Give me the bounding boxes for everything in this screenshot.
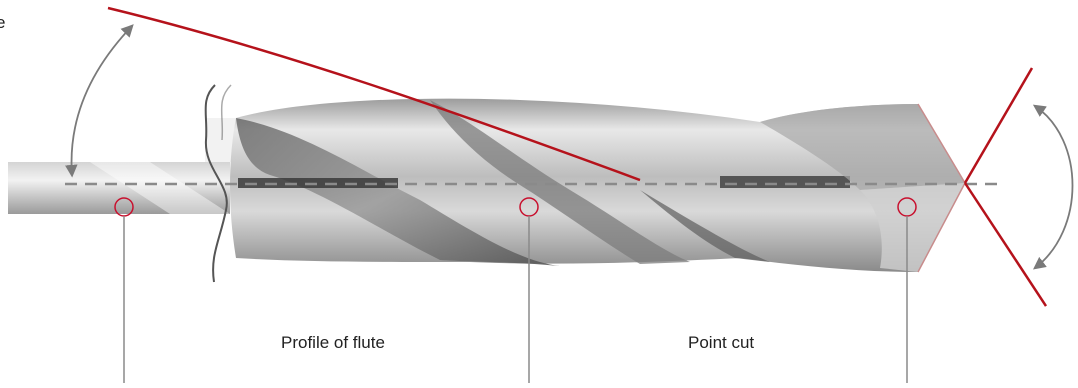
flute-profile-label: Profile of flute <box>281 333 385 353</box>
truncated-label: e <box>0 13 5 33</box>
point-angle-arrow-icon <box>1035 106 1073 268</box>
drill-body <box>230 99 965 272</box>
point-angle-line-lower <box>965 183 1046 306</box>
web-shadow-2 <box>720 176 850 188</box>
point-angle-line-upper <box>965 68 1032 183</box>
point-cut-label: Point cut <box>688 333 754 353</box>
helix-angle-arrow-icon <box>72 26 132 175</box>
